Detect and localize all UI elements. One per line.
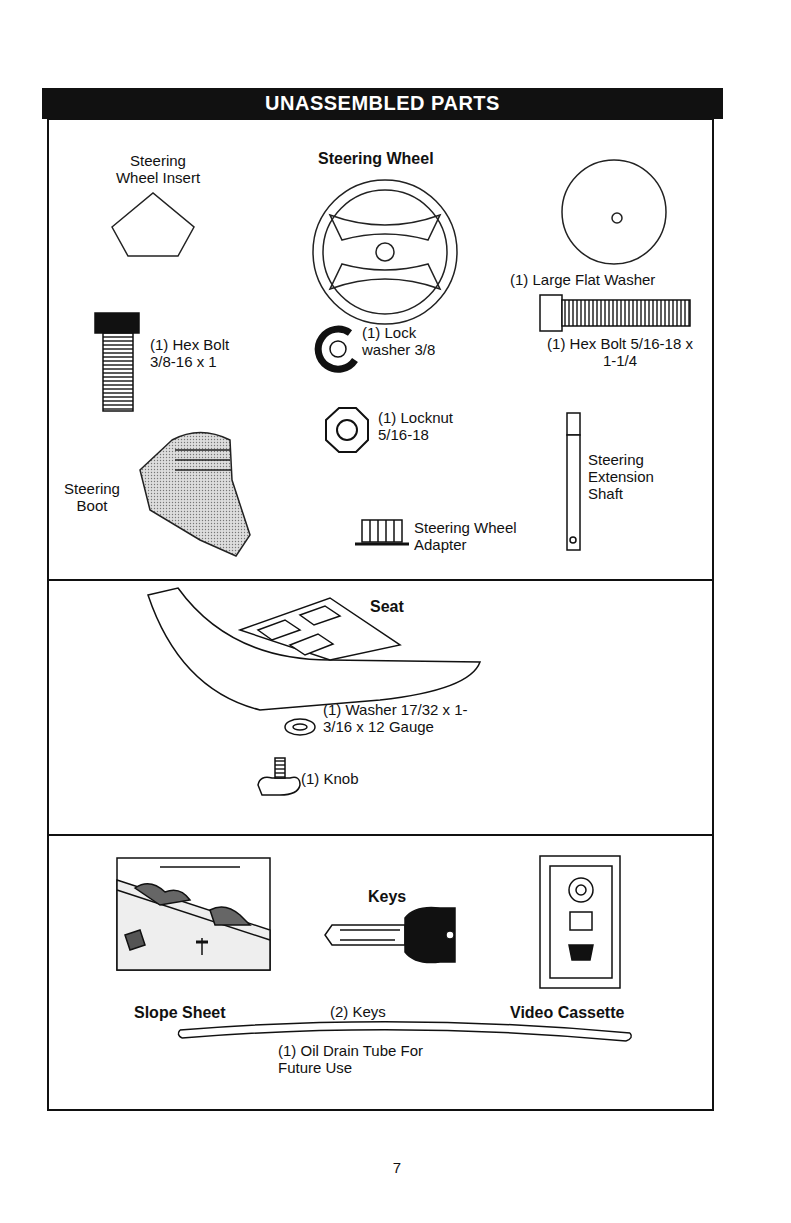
hex-bolt bbox=[95, 313, 139, 411]
part-label: (1) Large Flat Washer bbox=[510, 272, 700, 289]
part-heading: Keys bbox=[368, 888, 438, 906]
part-label: (1) Oil Drain Tube For Future Use bbox=[278, 1043, 428, 1077]
panel-divider bbox=[48, 579, 713, 581]
part-heading: Steering Wheel bbox=[318, 150, 468, 168]
video-cassette bbox=[540, 856, 620, 988]
part-label: (1) Hex Bolt 5/16-18 x 1-1/4 bbox=[545, 336, 695, 370]
steering-boot bbox=[140, 433, 250, 557]
part-heading: Video Cassette bbox=[510, 1004, 640, 1022]
wheel-insert bbox=[112, 193, 194, 256]
seat-knob bbox=[258, 758, 300, 795]
part-label: (1) Locknut 5/16-18 bbox=[378, 410, 468, 444]
seat bbox=[148, 588, 480, 710]
part-label: (1) Lock washer 3/8 bbox=[362, 325, 454, 359]
panel-frame bbox=[48, 119, 713, 1110]
oil-drain-tube bbox=[178, 1022, 631, 1041]
locknut bbox=[326, 408, 368, 452]
part-label: 7 bbox=[385, 1160, 409, 1177]
part-label: (1) Knob bbox=[301, 771, 391, 788]
panel-divider bbox=[48, 834, 713, 836]
part-label: Steering Wheel Insert bbox=[108, 153, 208, 187]
part-label: (1) Washer 17/32 x 1-3/16 x 12 Gauge bbox=[323, 702, 473, 736]
ignition-key bbox=[325, 907, 455, 962]
title-band: UNASSEMBLED PARTS bbox=[42, 88, 723, 119]
part-label: Steering Wheel Adapter bbox=[414, 520, 524, 554]
part-heading: Slope Sheet bbox=[134, 1004, 254, 1022]
lock-washer bbox=[318, 329, 355, 369]
wheel-adapter bbox=[355, 520, 409, 544]
page-title: UNASSEMBLED PARTS bbox=[265, 92, 500, 115]
hex-bolt bbox=[540, 295, 690, 331]
part-label: Steering Extension Shaft bbox=[588, 452, 670, 502]
flat-washer bbox=[562, 160, 666, 264]
part-label: Steering Boot bbox=[56, 481, 128, 515]
part-label: (2) Keys bbox=[330, 1004, 420, 1021]
seat-washer bbox=[285, 719, 315, 735]
extension-shaft bbox=[567, 413, 580, 550]
part-heading: Seat bbox=[370, 598, 450, 616]
slope-sheet bbox=[117, 858, 270, 970]
steering-wheel bbox=[313, 180, 457, 324]
part-label: (1) Hex Bolt 3/8-16 x 1 bbox=[150, 337, 246, 371]
